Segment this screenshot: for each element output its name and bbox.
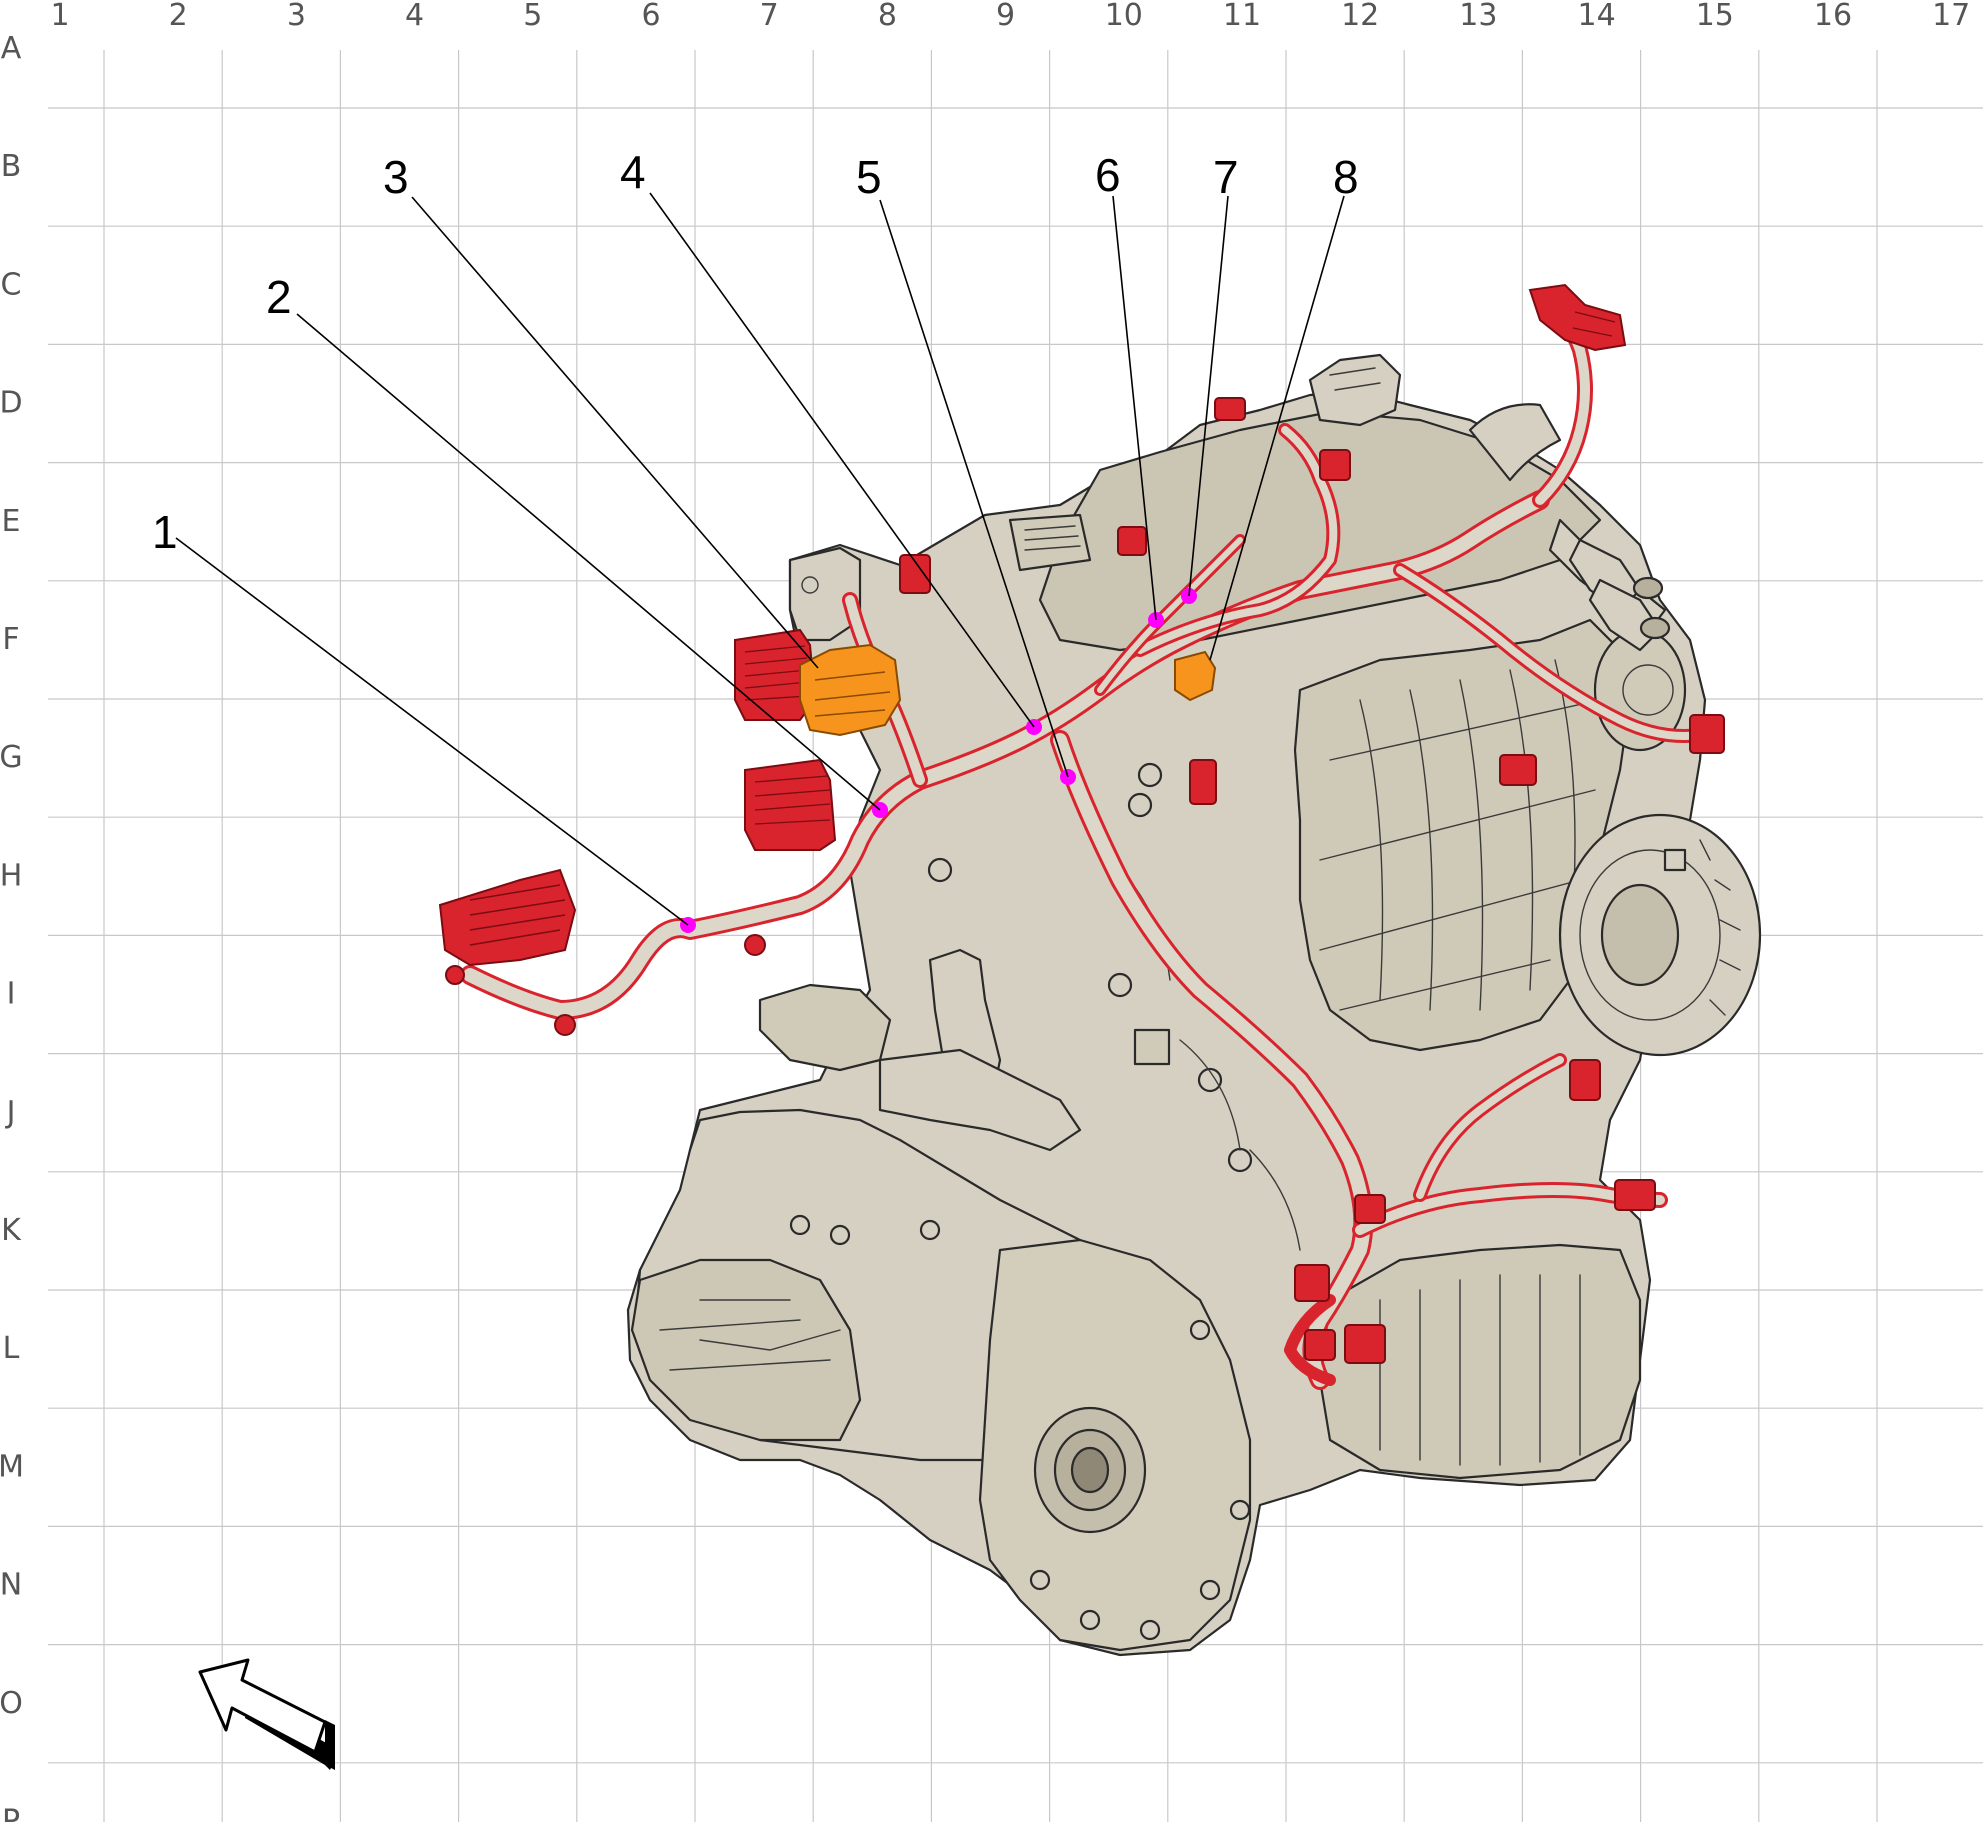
bell-housing-bolts: [1029, 1319, 1251, 1641]
oil-filler-cap: [1308, 353, 1402, 427]
callout-6: 6: [1095, 149, 1121, 201]
connector-highlight-8: [1174, 650, 1217, 702]
grid-column-label: 1: [50, 0, 69, 33]
connector-left-ecm: [438, 868, 577, 967]
callout-3: 3: [383, 151, 409, 203]
leader-7: [1188, 195, 1229, 597]
view-direction-arrow-icon: [198, 1658, 335, 1770]
oil-pan: [1318, 1243, 1642, 1480]
grid-column-label: 14: [1578, 0, 1616, 33]
grid-row-label: L: [3, 1331, 20, 1366]
leader-lines: [175, 192, 1345, 926]
rear-fittings: [1568, 538, 1671, 652]
wiring-harness: [438, 283, 1725, 1390]
grid-row-label: O: [0, 1686, 23, 1721]
grid-row-label: C: [1, 267, 22, 302]
ignition-coils: [1008, 513, 1092, 572]
grid-column-label: 16: [1814, 0, 1852, 33]
intake-elbow: [1468, 403, 1562, 482]
harness-connectors: [438, 283, 1725, 1364]
intake-runners: [1319, 659, 1601, 1011]
connector-ecm-lower: [744, 758, 837, 851]
cylinder-head: [1038, 410, 1602, 652]
callout-numbers: 1 2 3 4 5 6 7 8: [152, 146, 1359, 558]
leader-4: [649, 192, 1035, 728]
grid-column-label: 5: [523, 0, 542, 33]
grid-column-label: 4: [405, 0, 424, 33]
grid-row-label: B: [1, 149, 22, 184]
grid-row-label: G: [0, 740, 23, 775]
grid-row-label: M: [0, 1449, 24, 1484]
grid-column-label: 8: [878, 0, 897, 33]
grid-column-label: 17: [1932, 0, 1970, 33]
transmission-fin: [699, 1329, 841, 1351]
harness-trans-branch: [1284, 1294, 1336, 1386]
grid-column-label: 9: [996, 0, 1015, 33]
callout-7: 7: [1213, 151, 1239, 203]
grid-column-label: 11: [1223, 0, 1261, 33]
grid-row-labels: A B C D E F G H I J K L M N O P: [0, 31, 24, 1822]
grid-row-label: P: [2, 1804, 20, 1822]
grid-row-label: E: [2, 504, 21, 539]
grid-row-label: F: [2, 622, 19, 657]
grid-column-label: 7: [760, 0, 779, 33]
leader-3: [411, 196, 819, 669]
sensor-block: [1133, 1028, 1171, 1066]
grid-row-label: J: [5, 1095, 16, 1130]
grid-row-label: D: [0, 386, 23, 421]
leader-6: [1112, 195, 1157, 621]
grid-column-label: 2: [169, 0, 188, 33]
grid-row-label: I: [7, 977, 16, 1012]
grid-column-label: 3: [287, 0, 306, 33]
connector-highlight-3: [799, 643, 902, 737]
engine-mount-bracket: [788, 546, 862, 642]
highlighted-connectors: [799, 643, 1217, 737]
leader-1: [175, 537, 689, 926]
oil-pan-ribs: [1379, 1274, 1581, 1466]
connector-top-right: [1528, 283, 1627, 352]
grid-row-label: A: [1, 31, 22, 66]
grid-row-label: N: [0, 1568, 22, 1603]
callout-2: 2: [266, 271, 292, 323]
callout-4: 4: [620, 146, 646, 198]
leader-8: [1209, 195, 1345, 661]
shift-linkage: [878, 1048, 1082, 1152]
callout-5: 5: [856, 151, 882, 203]
alternator: [1558, 813, 1762, 1057]
leader-2: [296, 313, 881, 811]
casting-bolts: [789, 762, 1253, 1246]
grid-column-label: 6: [641, 0, 660, 33]
axle-output: [1033, 1406, 1147, 1534]
leader-5: [879, 199, 1069, 778]
callout-8: 8: [1333, 151, 1359, 203]
grid-row-label: K: [1, 1213, 22, 1248]
grid-column-label: 10: [1105, 0, 1143, 33]
callout-1: 1: [152, 506, 178, 558]
grid-column-label: 15: [1696, 0, 1734, 33]
grid-row-label: H: [0, 858, 22, 893]
grid-column-label: 13: [1459, 0, 1497, 33]
transmission-cover: [630, 1258, 862, 1442]
grid-column-label: 12: [1341, 0, 1379, 33]
